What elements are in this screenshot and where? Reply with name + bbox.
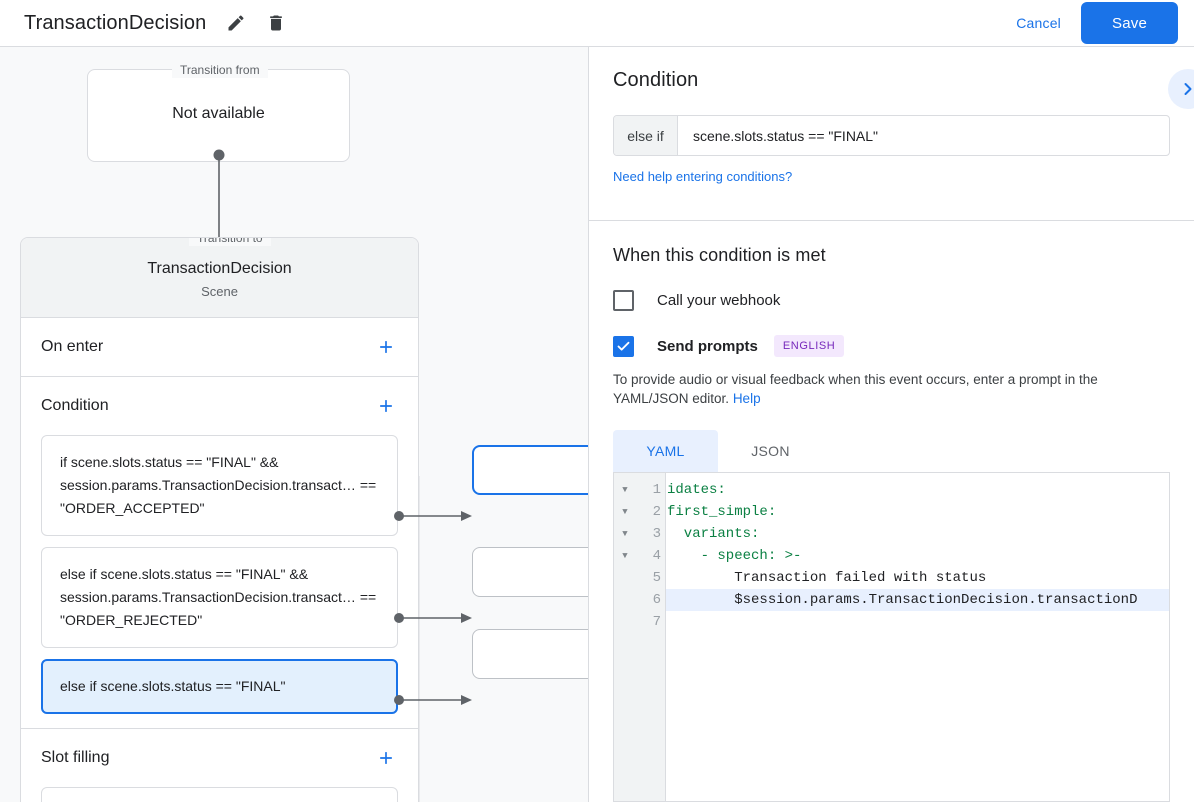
line-number: 7 [652, 614, 661, 630]
line-number: 3 [652, 526, 661, 542]
prompts-description: To provide audio or visual feedback when… [613, 370, 1169, 408]
editor-tabs: YAML JSON [613, 430, 1170, 472]
section-on-enter: On enter [21, 318, 418, 377]
page-title: TransactionDecision [24, 12, 207, 34]
send-prompts-row: Send prompts ENGLISH [613, 335, 1170, 357]
section-title-slot-filling: Slot filling [41, 749, 110, 766]
code-line[interactable]: - speech: >- [667, 548, 802, 564]
code-line[interactable]: Transaction failed with status [667, 570, 987, 586]
section-condition: Condition if scene.slots.status == "FINA… [21, 377, 418, 729]
plus-icon[interactable] [374, 746, 398, 770]
code-line[interactable] [666, 611, 1169, 633]
fold-spacer [614, 567, 636, 589]
help-link[interactable]: Help [732, 391, 761, 406]
code-line[interactable]: $session.params.TransactionDecision.tran… [666, 589, 1169, 611]
transition-to-legend: Transition to [189, 238, 271, 246]
flow-canvas: Transition from Not available Transition… [0, 47, 588, 802]
transition-from-value: Not available [172, 105, 265, 122]
scene-type-label: Scene [201, 284, 238, 299]
app-header: TransactionDecision Cancel Save [0, 0, 1194, 47]
transition-from-card: Transition from Not available [87, 62, 350, 162]
fold-gutter: ▼ ▼ ▼ ▼ [614, 473, 636, 801]
panel-divider [589, 220, 1194, 221]
condition-prefix-label: else if [614, 116, 678, 155]
condition-item-2[interactable]: else if scene.slots.status == "FINAL" [41, 659, 398, 714]
yaml-code-editor[interactable]: ▼ ▼ ▼ ▼ 1 2 3 4 5 6 7 idates: first_simple: varian… [613, 472, 1170, 802]
target-node-1[interactable] [472, 547, 588, 597]
transition-to-card: Transition to TransactionDecision Scene … [20, 237, 419, 802]
section-title-condition: Condition [41, 397, 109, 414]
line-number: 6 [652, 592, 661, 608]
plus-icon[interactable] [374, 394, 398, 418]
scene-name: TransactionDecision [147, 260, 292, 277]
fold-spacer [614, 589, 636, 611]
line-number-gutter: 1 2 3 4 5 6 7 [636, 473, 666, 801]
tab-yaml[interactable]: YAML [613, 430, 718, 472]
section-title-on-enter: On enter [41, 338, 104, 355]
line-number: 4 [652, 548, 661, 564]
call-webhook-checkbox[interactable] [613, 290, 634, 311]
line-number: 1 [652, 482, 661, 498]
condition-detail-panel: Condition else if scene.slots.status == … [588, 47, 1194, 802]
need-help-conditions-link[interactable]: Need help entering conditions? [613, 169, 793, 184]
panel-body: When this condition is met Call your web… [589, 221, 1194, 802]
section-slot-filling: Slot filling Slot validation [21, 729, 418, 802]
condition-input-row[interactable]: else if scene.slots.status == "FINAL" [613, 115, 1170, 156]
fold-toggle-icon[interactable]: ▼ [622, 529, 628, 539]
condition-item-1[interactable]: else if scene.slots.status == "FINAL" &&… [41, 547, 398, 648]
trash-icon[interactable] [264, 11, 288, 35]
transition-to-header: TransactionDecision Scene [21, 238, 418, 318]
fold-spacer [614, 611, 636, 633]
pencil-icon[interactable] [224, 11, 248, 35]
call-webhook-label: Call your webhook [657, 292, 781, 309]
when-condition-met-title: When this condition is met [613, 245, 826, 265]
condition-list: if scene.slots.status == "FINAL" && sess… [41, 435, 398, 728]
prompts-description-text: To provide audio or visual feedback when… [613, 372, 1098, 406]
code-content-area[interactable]: idates: first_simple: variants: - speech:… [666, 473, 1169, 801]
target-node-2[interactable] [472, 629, 588, 679]
save-button[interactable]: Save [1081, 2, 1178, 44]
slot-validation-item[interactable]: Slot validation [41, 787, 398, 802]
send-prompts-label: Send prompts [657, 337, 758, 355]
line-number: 2 [652, 504, 661, 520]
fold-toggle-icon[interactable]: ▼ [622, 551, 628, 561]
code-line[interactable]: idates: [667, 482, 726, 498]
panel-title: Condition [613, 69, 699, 91]
code-line[interactable]: variants: [667, 526, 760, 542]
webhook-row: Call your webhook [613, 290, 1170, 311]
transition-from-legend: Transition from [172, 62, 268, 78]
cancel-button[interactable]: Cancel [1008, 7, 1069, 39]
code-line[interactable]: first_simple: [667, 504, 777, 520]
target-node-0[interactable] [472, 445, 588, 495]
send-prompts-checkbox[interactable] [613, 335, 634, 357]
line-number: 5 [652, 570, 661, 586]
chevron-right-icon[interactable] [1168, 69, 1194, 109]
checkmark-icon [617, 341, 630, 351]
panel-top: Condition else if scene.slots.status == … [589, 47, 1194, 220]
language-badge: ENGLISH [773, 335, 845, 357]
fold-toggle-icon[interactable]: ▼ [622, 507, 628, 517]
condition-item-0[interactable]: if scene.slots.status == "FINAL" && sess… [41, 435, 398, 536]
plus-icon[interactable] [374, 335, 398, 359]
fold-toggle-icon[interactable]: ▼ [622, 485, 628, 495]
condition-expression-input[interactable]: scene.slots.status == "FINAL" [693, 127, 879, 144]
tab-json[interactable]: JSON [751, 443, 790, 459]
